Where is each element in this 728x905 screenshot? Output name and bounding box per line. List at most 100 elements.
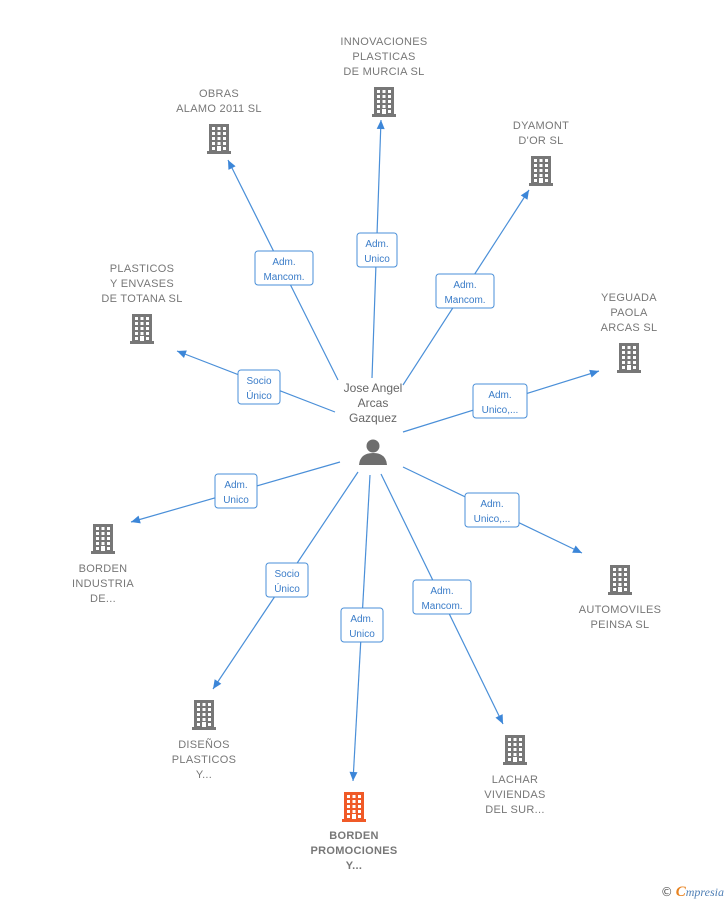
edge-yeguada-arrowhead: [589, 369, 599, 378]
relation-text-line: Adm.: [350, 614, 373, 625]
relation-text-line: Único: [274, 582, 300, 595]
company-node-disenos[interactable]: DISEÑOS PLASTICOS Y...: [172, 700, 236, 781]
company-name-line: PLASTICAS: [352, 51, 415, 63]
building-icon: [130, 314, 154, 344]
relation-labels-layer: Adm.UnicoAdm.Mancom.Adm.Mancom.SocioÚnic…: [214, 232, 528, 643]
edge-borden-promociones-arrowhead: [349, 771, 358, 781]
relation-box: [356, 232, 398, 268]
relation-box: [214, 473, 258, 509]
building-icon: [342, 792, 366, 822]
company-name-line: DE TOTANA SL: [101, 293, 182, 305]
company-name-line: Y ENVASES: [110, 278, 174, 290]
company-name-line: AUTOMOVILES: [579, 604, 662, 616]
brand-initial: C: [675, 884, 686, 900]
relation-text-line: Adm.: [224, 480, 247, 491]
relation-text-line: Mancom.: [263, 272, 304, 283]
relation-text-line: Adm.: [453, 280, 476, 291]
company-name-line: PROMOCIONES: [310, 845, 397, 857]
nodes-layer: Jose AngelArcasGazquezINNOVACIONESPLASTI…: [72, 36, 661, 872]
relation-box: [435, 273, 495, 309]
company-node-automoviles[interactable]: AUTOMOVILES PEINSA SL: [579, 565, 662, 631]
brand-name: mpresia: [685, 885, 724, 899]
building-icon: [192, 700, 216, 730]
relation-label-yeguada[interactable]: Adm.Unico,...: [472, 383, 528, 419]
company-name-line: DE MURCIA SL: [343, 66, 424, 78]
building-icon: [372, 87, 396, 117]
relation-text-line: Unico: [223, 495, 249, 506]
relation-text-line: Socio: [274, 569, 299, 580]
edges-layer: [130, 119, 600, 782]
edge-plasticos-totana-arrowhead: [177, 350, 187, 358]
relation-box: [412, 579, 472, 615]
relation-text-line: Unico,...: [474, 514, 511, 525]
company-name-line: BORDEN: [329, 830, 378, 842]
company-name-line: DEL SUR...: [485, 804, 544, 816]
company-name-line: Y...: [346, 860, 363, 872]
relation-box: [237, 369, 281, 405]
relation-label-borden-promociones[interactable]: Adm. Unico: [340, 607, 384, 643]
relation-label-innovaciones[interactable]: Adm.Unico: [356, 232, 398, 268]
building-icon: [617, 343, 641, 373]
center-name-line: Jose Angel: [344, 381, 403, 395]
center-name-line: Gazquez: [349, 411, 397, 425]
company-node-borden-promociones[interactable]: BORDEN PROMOCIONES Y...: [310, 792, 397, 872]
company-name-line: LACHAR: [492, 774, 538, 786]
building-icon: [207, 124, 231, 154]
relation-text-line: Adm.: [480, 499, 503, 510]
relation-box: [472, 383, 528, 419]
relation-text-line: Unico: [349, 629, 375, 640]
relation-box: [340, 607, 384, 643]
relation-text-line: Mancom.: [421, 601, 462, 612]
relation-label-dyamont[interactable]: Adm. Mancom.: [435, 273, 495, 309]
company-name-line: DYAMONT: [513, 120, 569, 132]
company-name-line: DISEÑOS: [178, 738, 230, 751]
company-name-line: INDUSTRIA: [72, 578, 134, 590]
relation-text-line: Adm.: [272, 257, 295, 268]
company-name-line: PEINSA SL: [591, 619, 650, 631]
edge-borden-industria-arrowhead: [131, 515, 141, 524]
company-name-line: PAOLA: [610, 307, 648, 319]
company-node-yeguada[interactable]: YEGUADA PAOLA ARCAS SL: [601, 292, 658, 373]
relation-text-line: Adm.: [488, 390, 511, 401]
edge-automoviles-arrowhead: [572, 545, 582, 553]
company-name-line: PLASTICOS: [172, 754, 236, 766]
relation-box: [265, 562, 309, 598]
company-name-line: DE...: [90, 593, 116, 605]
company-name-line: YEGUADA: [601, 292, 657, 304]
company-name-line: D'OR SL: [518, 135, 563, 147]
relation-text-line: Adm.: [430, 586, 453, 597]
relation-label-obras[interactable]: Adm. Mancom.: [254, 250, 314, 286]
relation-text-line: Socio: [246, 376, 271, 387]
edge-disenos-arrowhead: [213, 679, 222, 689]
relation-text-line: Adm.: [365, 239, 388, 250]
relation-label-automoviles[interactable]: Adm. Unico,...: [464, 492, 520, 528]
center-name-line: Arcas: [358, 396, 389, 410]
relation-box: [464, 492, 520, 528]
person-icon: [359, 439, 387, 465]
company-node-borden-industria[interactable]: BORDEN INDUSTRIA DE...: [72, 524, 134, 605]
relation-text-line: Único: [246, 389, 272, 402]
relation-label-borden-industria[interactable]: Adm. Unico: [214, 473, 258, 509]
company-name-line: ARCAS SL: [601, 322, 658, 334]
edge-innovaciones-arrowhead: [376, 120, 385, 130]
company-name-line: ALAMO 2011 SL: [176, 103, 262, 115]
copyright-icon: ©: [660, 885, 673, 899]
edge-obras-arrowhead: [228, 160, 236, 170]
company-name-line: BORDEN: [79, 563, 128, 575]
edge-dyamont-arrowhead: [520, 190, 529, 200]
relation-text-line: Mancom.: [444, 295, 485, 306]
building-icon: [529, 156, 553, 186]
brand-footer[interactable]: ©Cmpresia: [661, 884, 724, 901]
edge-lachar-arrowhead: [495, 714, 503, 724]
company-name-line: Y...: [196, 769, 212, 781]
company-node-dyamont[interactable]: DYAMONT D'OR SL: [513, 120, 569, 186]
relation-label-lachar[interactable]: Adm. Mancom.: [412, 579, 472, 615]
